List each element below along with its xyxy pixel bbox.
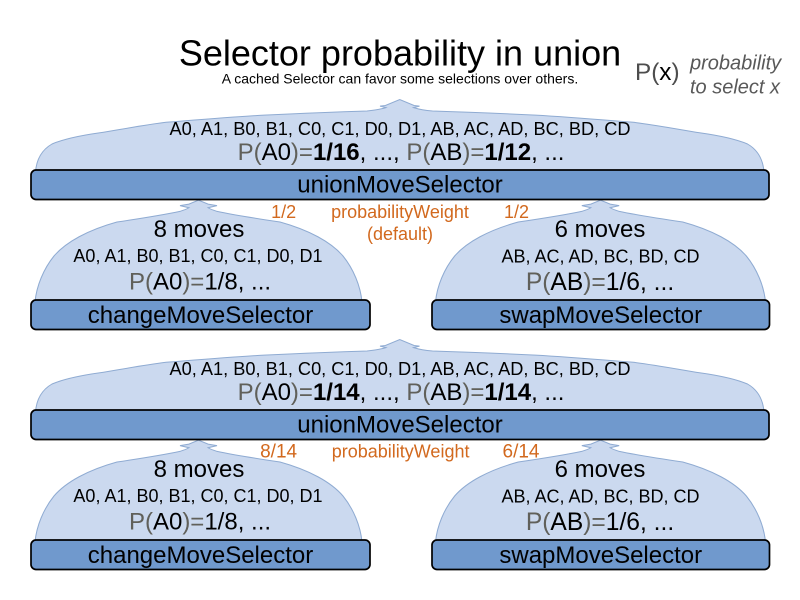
svg-text:6/14: 6/14 — [503, 441, 540, 462]
svg-text:unionMoveSelector: unionMoveSelector — [297, 172, 502, 199]
svg-text:A cached Selector can favor so: A cached Selector can favor some selecti… — [222, 71, 578, 87]
svg-text:8/14: 8/14 — [260, 441, 297, 462]
svg-text:1/2: 1/2 — [504, 202, 529, 222]
svg-text:AB, AC, AD, BC, BD, CD: AB, AC, AD, BC, BD, CD — [501, 246, 699, 266]
svg-text:unionMoveSelector: unionMoveSelector — [297, 412, 502, 439]
svg-text:Selector probability in union: Selector probability in union — [179, 32, 621, 73]
svg-text:swapMoveSelector: swapMoveSelector — [499, 542, 702, 569]
svg-text:changeMoveSelector: changeMoveSelector — [88, 302, 313, 329]
svg-text:probabilityWeight: probabilityWeight — [331, 202, 469, 222]
svg-text:(default): (default) — [367, 224, 433, 244]
svg-text:P(AB)=1/6, ...: P(AB)=1/6, ... — [526, 269, 674, 296]
svg-text:swapMoveSelector: swapMoveSelector — [499, 302, 702, 329]
svg-text:P(x): P(x) — [635, 59, 680, 86]
svg-text:A0, A1, B0, B1, C0, C1, D0, D1: A0, A1, B0, B1, C0, C1, D0, D1 — [73, 246, 322, 266]
svg-text:AB, AC, AD, BC, BD, CD: AB, AC, AD, BC, BD, CD — [501, 486, 699, 506]
svg-text:to select x: to select x — [690, 76, 781, 98]
svg-text:changeMoveSelector: changeMoveSelector — [88, 542, 313, 569]
svg-text:P(A0)=1/8, ...: P(A0)=1/8, ... — [129, 269, 271, 296]
svg-text:probability: probability — [689, 53, 782, 75]
svg-text:6 moves: 6 moves — [555, 216, 646, 243]
svg-text:P(AB)=1/6, ...: P(AB)=1/6, ... — [526, 509, 674, 536]
svg-text:6 moves: 6 moves — [555, 456, 646, 483]
svg-text:A0, A1, B0, B1, C0, C1, D0, D1: A0, A1, B0, B1, C0, C1, D0, D1, AB, AC, … — [170, 359, 631, 379]
svg-text:A0, A1, B0, B1, C0, C1, D0, D1: A0, A1, B0, B1, C0, C1, D0, D1 — [73, 486, 322, 506]
svg-text:8 moves: 8 moves — [154, 456, 245, 483]
svg-text:probabilityWeight: probabilityWeight — [332, 441, 470, 461]
svg-text:P(A0)=1/16, ..., P(AB)=1/12, .: P(A0)=1/16, ..., P(AB)=1/12, ... — [238, 139, 565, 166]
svg-text:1/2: 1/2 — [271, 202, 296, 222]
svg-text:P(A0)=1/14, ..., P(AB)=1/14, .: P(A0)=1/14, ..., P(AB)=1/14, ... — [238, 379, 565, 406]
svg-text:P(A0)=1/8, ...: P(A0)=1/8, ... — [129, 509, 271, 536]
svg-text:A0, A1, B0, B1, C0, C1, D0, D1: A0, A1, B0, B1, C0, C1, D0, D1, AB, AC, … — [170, 119, 631, 139]
svg-text:8 moves: 8 moves — [154, 216, 245, 243]
